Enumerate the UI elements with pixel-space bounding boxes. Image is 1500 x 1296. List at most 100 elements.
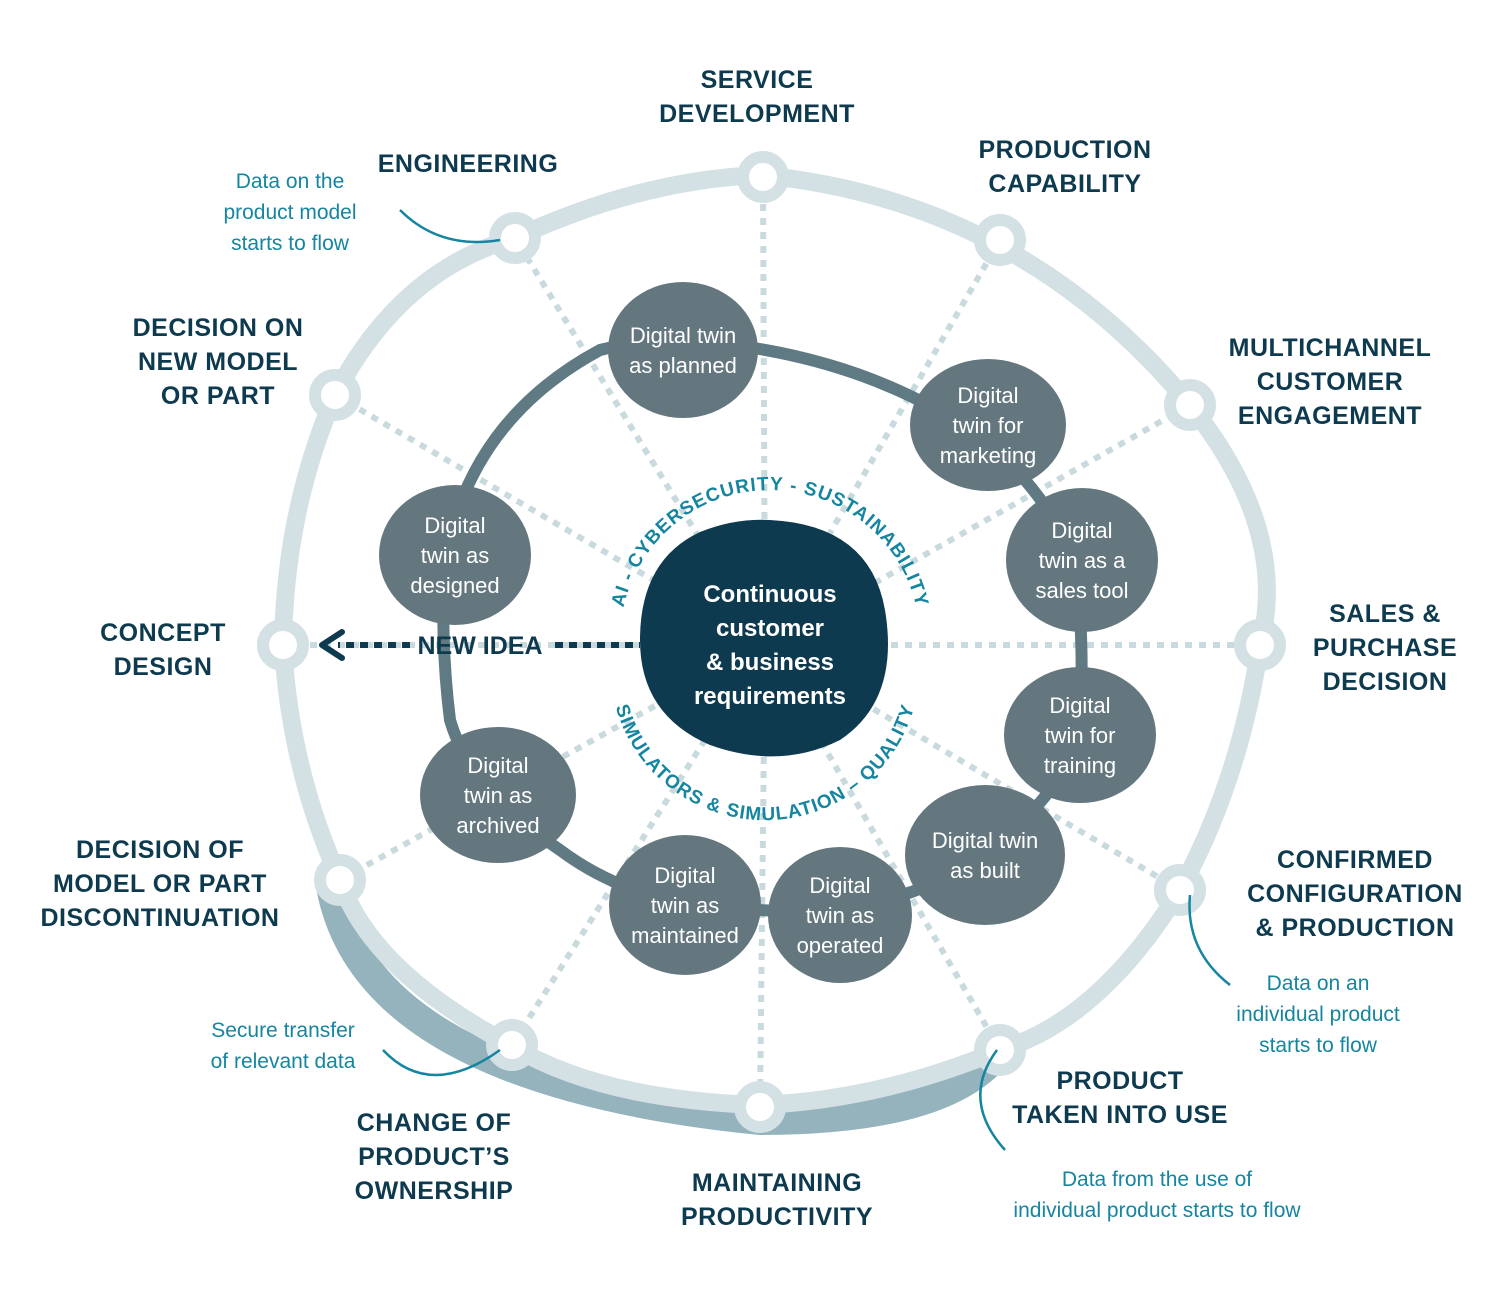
twin-blob [905, 785, 1065, 925]
stage-node-maintaining-productivity [734, 1081, 786, 1133]
twin-label-line: training [1044, 753, 1116, 778]
twin-label-line: twin as [651, 893, 719, 918]
twin-label: Digital twin as designed [410, 513, 499, 598]
stage-label-service-development-line: SERVICE [701, 66, 814, 94]
twin-label-line: Digital twin [630, 323, 736, 348]
stage-node-concept-design [257, 619, 309, 671]
stage-label-multichannel-customer-engagement-line: MULTICHANNEL [1229, 334, 1432, 362]
arrow-left-icon [319, 629, 345, 661]
note-use-note-line: individual product starts to flow [1013, 1199, 1301, 1222]
stage-label-decision-new-model-line: NEW MODEL [138, 348, 298, 376]
note-configuration-note-line: individual product [1236, 1003, 1400, 1026]
core-label-line: Continuous [703, 581, 836, 608]
twin-label-line: Digital twin [932, 828, 1038, 853]
use-connector [979, 1049, 1006, 1151]
note-ownership-note-line: of relevant data [211, 1050, 356, 1073]
stage-label-product-taken-into-use-line: PRODUCT [1056, 1067, 1183, 1095]
stage-label-engineering: ENGINEERING [378, 150, 559, 178]
twin-label: Digital twin for training [1044, 693, 1116, 778]
twin-label-line: marketing [940, 443, 1037, 468]
twin-node-training: Digital twin for training [1004, 667, 1156, 803]
note-engineering-note-line: Data on the [236, 170, 345, 193]
stage-label-product-taken-into-use-line: TAKEN INTO USE [1012, 1101, 1228, 1129]
stage-label-change-of-ownership-line: PRODUCT’S [358, 1143, 510, 1171]
twin-label-line: Digital [1051, 518, 1112, 543]
stage-node-production-capability [974, 214, 1026, 266]
stage-label-concept-design-line: CONCEPT [100, 619, 226, 647]
twin-blob [609, 835, 761, 975]
new-idea-label: NEW IDEA [418, 632, 543, 660]
twin-label-line: twin for [1045, 723, 1116, 748]
stage-label-sales-purchase-decision-line: PURCHASE [1313, 634, 1457, 662]
stage-label-change-of-ownership-line: OWNERSHIP [355, 1177, 514, 1205]
stage-label-decision-new-model-line: DECISION ON [133, 314, 304, 342]
stage-label-engineering-line: ENGINEERING [378, 150, 559, 178]
twin-label-line: as planned [629, 353, 737, 378]
stage-label-service-development-line: DEVELOPMENT [659, 100, 855, 128]
twin-label-line: archived [456, 813, 539, 838]
stage-node-product-taken-into-use [974, 1024, 1026, 1076]
twin-label-line: Digital [957, 383, 1018, 408]
stage-label-decision-new-model: DECISION ON NEW MODEL OR PART [133, 314, 304, 410]
stage-node-service-development [737, 151, 789, 203]
new-idea-arrow: NEW IDEA [319, 629, 640, 661]
note-connectors [382, 209, 1231, 1151]
engineering-connector [399, 209, 501, 244]
stage-label-decision-new-model-line: OR PART [161, 382, 275, 410]
stage-label-decision-discontinuation-line: MODEL OR PART [53, 870, 267, 898]
twin-label-line: operated [797, 933, 884, 958]
stage-label-confirmed-configuration-production-line: CONFIRMED [1277, 846, 1433, 874]
note-configuration-note-line: Data on an [1267, 972, 1370, 995]
note-engineering-note-line: starts to flow [231, 232, 350, 255]
twin-label-line: maintained [631, 923, 739, 948]
stage-label-multichannel-customer-engagement-line: ENGAGEMENT [1238, 402, 1422, 430]
stage-label-production-capability-line: CAPABILITY [988, 170, 1141, 198]
stage-node-engineering [489, 212, 541, 264]
twin-label: Digital twin as planned [629, 323, 737, 378]
twin-node-built: Digital twin as built [905, 785, 1065, 925]
twin-label: Digital twin for marketing [940, 383, 1037, 468]
stage-label-product-taken-into-use: PRODUCT TAKEN INTO USE [1012, 1067, 1228, 1129]
twin-node-designed: Digital twin as designed [379, 485, 531, 625]
twin-label-line: Digital [809, 873, 870, 898]
note-use-note: Data from the use of individual product s… [1013, 1168, 1301, 1222]
stage-label-confirmed-configuration-production-line: CONFIGURATION [1247, 880, 1463, 908]
stage-label-service-development: SERVICE DEVELOPMENT [659, 66, 855, 128]
twin-label-line: sales tool [1036, 578, 1129, 603]
twin-node-marketing: Digital twin for marketing [910, 359, 1066, 491]
stage-label-decision-discontinuation-line: DISCONTINUATION [41, 904, 280, 932]
spoke-line [512, 236, 768, 647]
twin-label-line: Digital [424, 513, 485, 538]
twin-label-line: twin for [953, 413, 1024, 438]
twin-label-line: twin as [464, 783, 532, 808]
spoke-line [763, 402, 1192, 648]
stage-label-maintaining-productivity-line: MAINTAINING [692, 1169, 862, 1197]
stage-label-maintaining-productivity-line: PRODUCTIVITY [681, 1203, 873, 1231]
stage-label-confirmed-configuration-production-line: & PRODUCTION [1255, 914, 1454, 942]
stage-node-decision-discontinuation [314, 854, 366, 906]
spoke-line [509, 643, 768, 1047]
note-use-note-line: Data from the use of [1062, 1168, 1252, 1191]
ownership-connector [382, 1048, 501, 1077]
twin-label-line: designed [410, 573, 499, 598]
stage-node-decision-new-model [309, 369, 361, 421]
twin-label-line: as built [950, 858, 1020, 883]
twin-label-line: twin as [421, 543, 489, 568]
twin-label-line: Digital [1049, 693, 1110, 718]
twin-label: Digital twin as built [932, 828, 1038, 883]
